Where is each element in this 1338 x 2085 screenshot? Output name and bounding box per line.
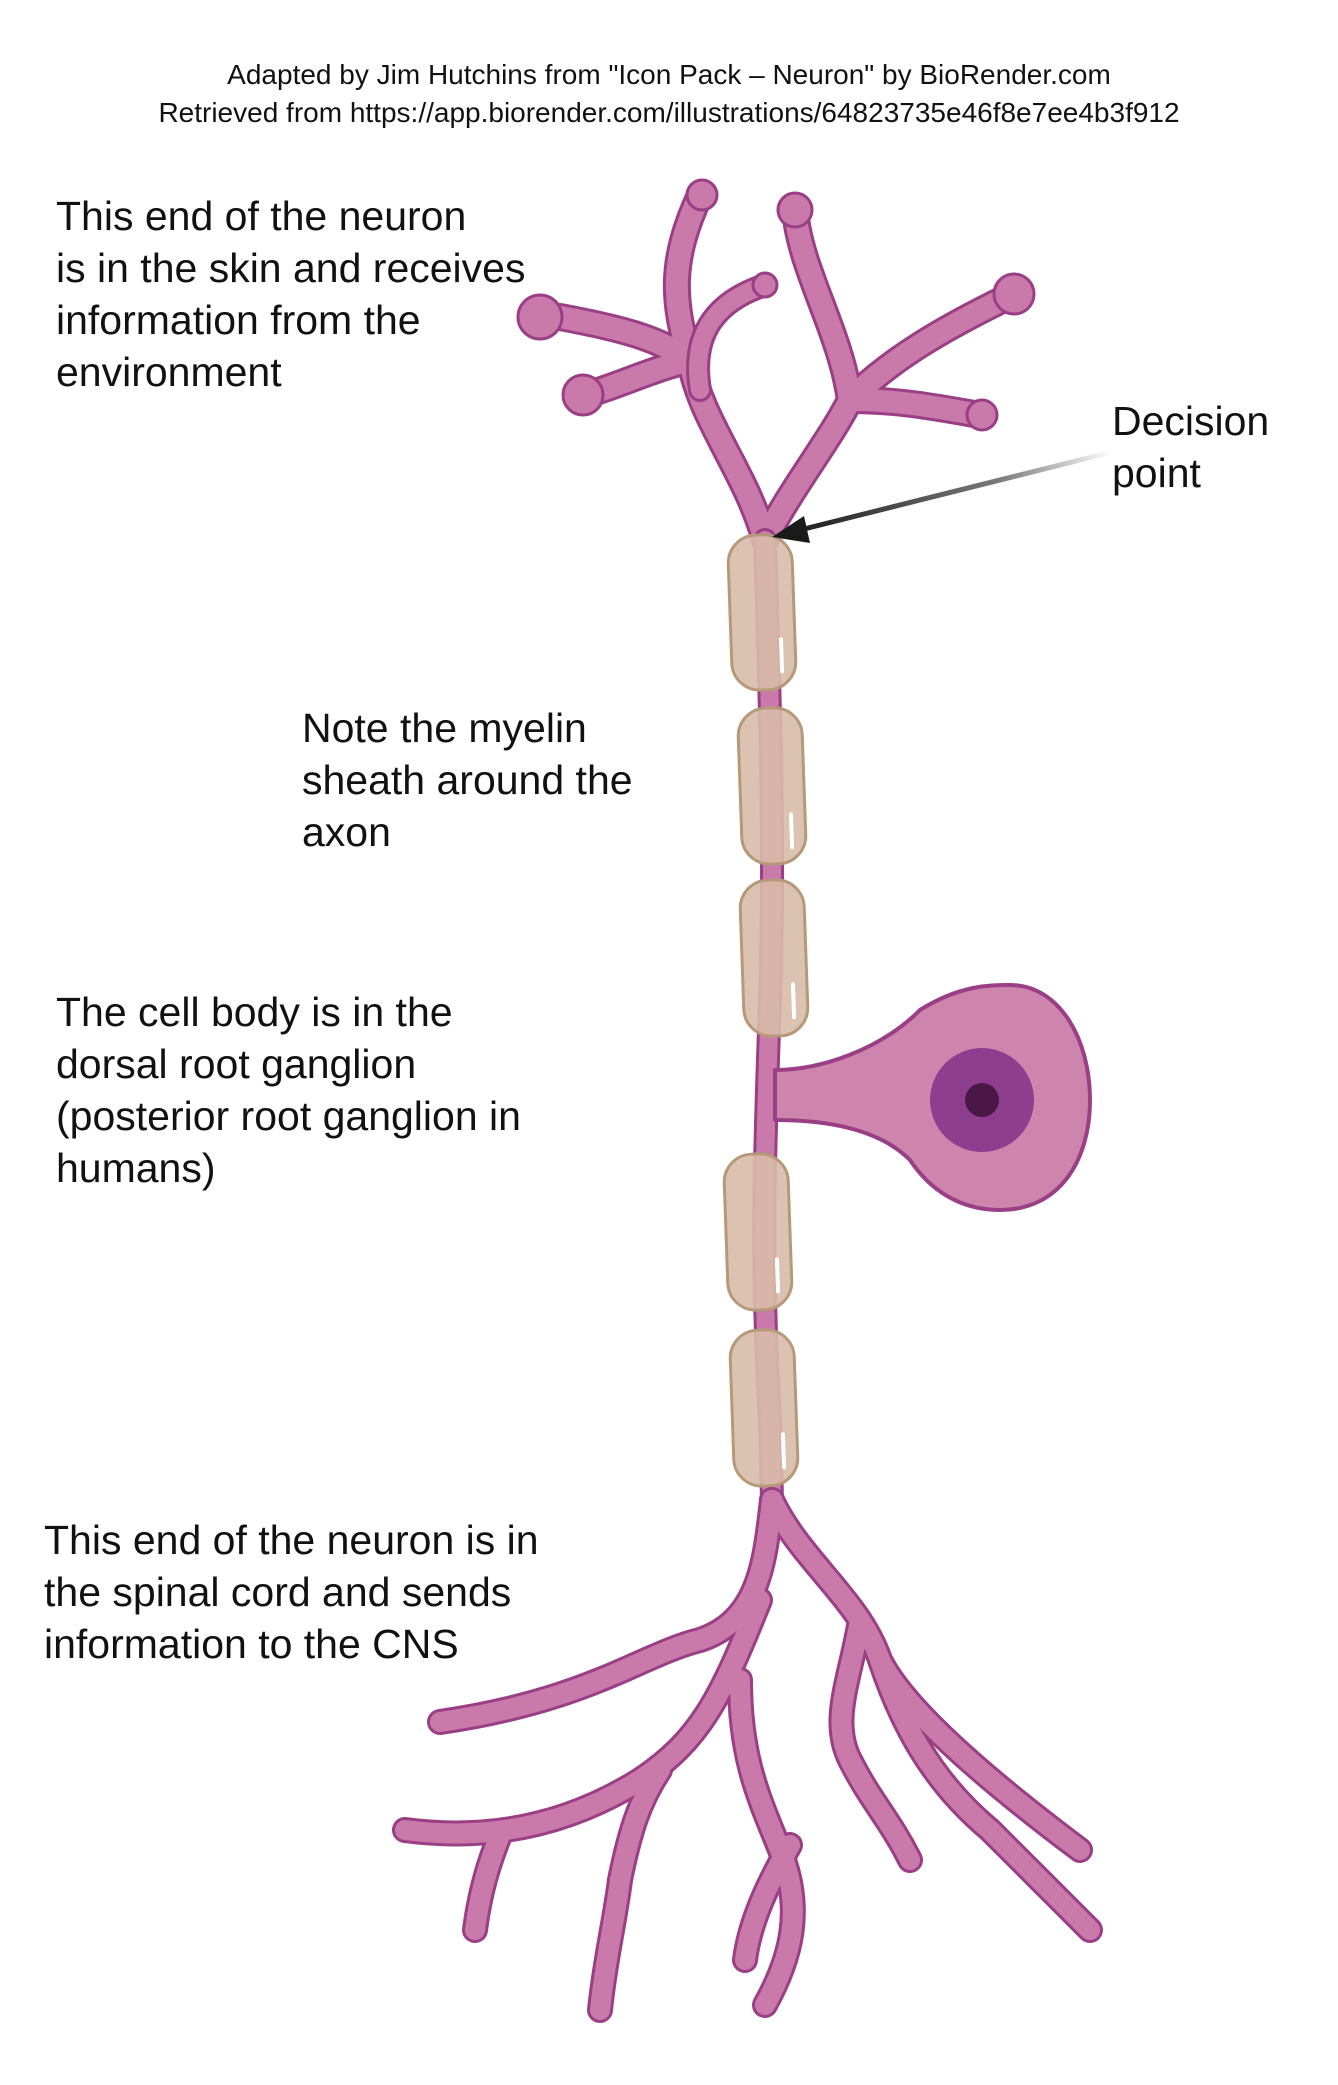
- decision-point-arrow: [772, 449, 1115, 543]
- myelin-segment: [726, 533, 798, 692]
- myelin-segment: [736, 706, 808, 866]
- axon-terminals: [392, 1487, 1103, 2023]
- myelin-segment: [728, 1328, 800, 1488]
- cell-body: [773, 983, 1092, 1212]
- sending-end-label: This end of the neuron is in the spinal …: [44, 1517, 539, 1667]
- arrowhead-icon: [772, 516, 810, 543]
- receiving-end-label: This end of the neuron is in the skin an…: [56, 193, 526, 395]
- dendrite-knobs: [516, 178, 1036, 432]
- cell-body-label: The cell body is in the dorsal root gang…: [56, 989, 521, 1191]
- nucleolus: [965, 1083, 999, 1117]
- myelin-segment: [722, 1152, 794, 1312]
- decision-point-label: Decision point: [1112, 398, 1270, 496]
- myelin-segment: [738, 878, 810, 1038]
- dendrites: [546, 181, 1026, 554]
- myelin-label: Note the myelin sheath around the axon: [302, 705, 633, 855]
- credit-line-2: Retrieved from https://app.biorender.com…: [158, 97, 1180, 128]
- myelin-sheath: [722, 533, 810, 1488]
- credit-line-1: Adapted by Jim Hutchins from "Icon Pack …: [227, 59, 1111, 90]
